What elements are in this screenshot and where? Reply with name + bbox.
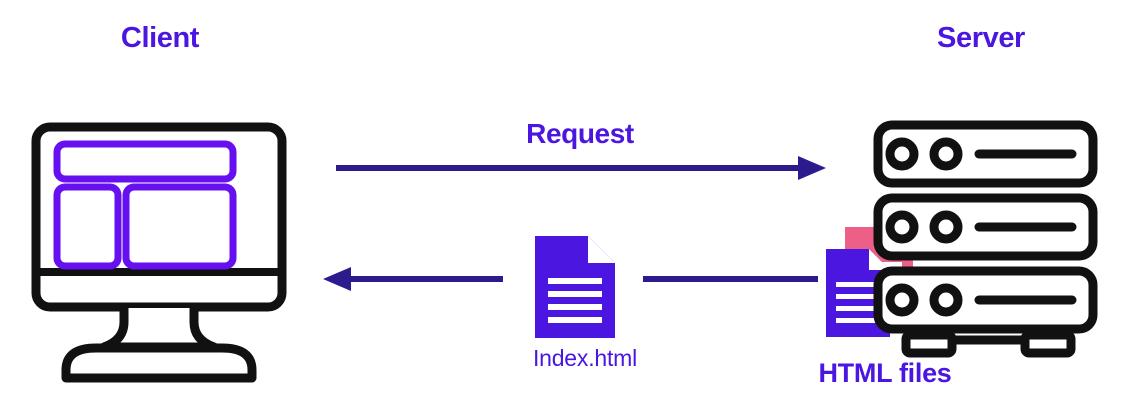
front-doc-line <box>836 294 880 299</box>
server-unit-1 <box>873 120 1098 188</box>
server-foot-2 <box>1020 330 1076 358</box>
monitor-pane-top <box>53 140 237 183</box>
server-rack-icon <box>873 120 1098 358</box>
server-unit-2 <box>873 193 1098 261</box>
server-unit-1-indicator <box>929 137 963 171</box>
request-label: Request <box>526 118 634 149</box>
index-doc-line <box>548 317 602 323</box>
server-unit-2-indicator <box>885 210 919 244</box>
server-unit-2-indicator <box>929 210 963 244</box>
html-files-label: HTML files <box>818 358 952 388</box>
front-doc-line <box>836 306 880 311</box>
front-doc-line <box>836 282 880 287</box>
document-icon <box>535 236 615 338</box>
index-doc-line <box>548 278 602 284</box>
server-unit-3-indicator <box>885 283 919 317</box>
server-foot-1 <box>901 330 957 358</box>
arrow-right-icon <box>336 156 826 180</box>
server-label: Server <box>937 22 1025 54</box>
monitor-stand-neck <box>99 308 219 352</box>
desktop-monitor-icon <box>31 122 287 383</box>
server-unit-1-indicator <box>885 137 919 171</box>
monitor-stand-base <box>61 343 257 383</box>
monitor-pane-left <box>53 183 122 270</box>
server-unit-3 <box>873 266 1098 334</box>
front-doc-fold <box>869 249 890 270</box>
server-unit-3-indicator <box>929 283 963 317</box>
index-doc-line <box>548 304 602 310</box>
client-label: Client <box>120 22 200 54</box>
arrow-left-icon <box>323 267 503 291</box>
front-doc-line <box>836 318 880 323</box>
index-file-label: Index.html <box>532 345 638 371</box>
index-doc-fold <box>588 236 615 263</box>
request-arrow-head <box>798 156 826 180</box>
monitor-pane-right <box>122 183 237 270</box>
response-arrow-head <box>323 267 351 291</box>
index-doc-line <box>548 291 602 297</box>
